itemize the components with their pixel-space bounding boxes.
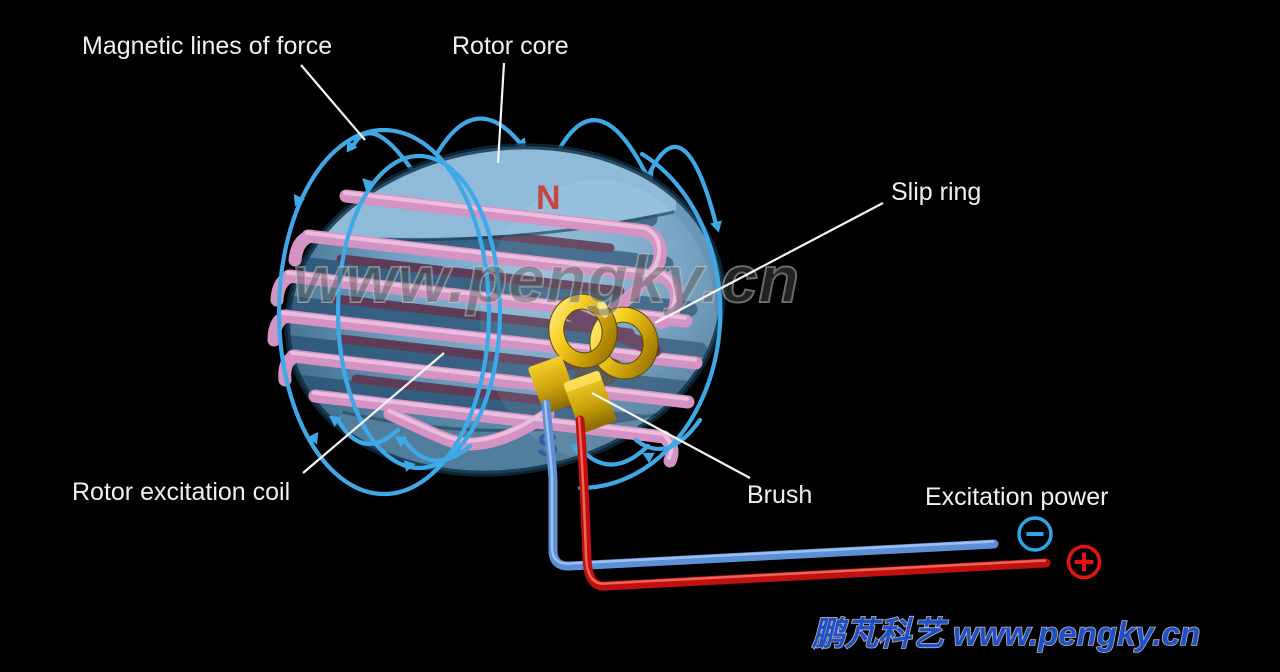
wire-positive-highlight (577, 416, 1047, 585)
field-arc-bottom-1 (335, 417, 401, 446)
negative-terminal-icon (1017, 516, 1053, 552)
label-magnetic-lines-of-force: Magnetic lines of force (82, 32, 332, 60)
negative-terminal-circle (1017, 516, 1053, 552)
positive-terminal-circle (1066, 544, 1102, 580)
winding-left-wrap (288, 229, 318, 267)
arrow-icon (346, 140, 358, 153)
label-rotor-excitation-coil: Rotor excitation coil (72, 478, 290, 506)
field-line-loops (276, 127, 723, 497)
label-rotor-core: Rotor core (452, 32, 569, 60)
diagram-labels: Magnetic lines of force Rotor core Slip … (72, 32, 1108, 511)
field-arc-bottom-4 (633, 417, 703, 451)
field-line-top-arcs (349, 116, 719, 227)
field-arc-top-3 (557, 118, 651, 181)
field-arc-bottom-2 (401, 437, 473, 463)
brush-block-front (528, 356, 578, 414)
leader-brush (591, 392, 751, 479)
leader-rotor-core (496, 62, 506, 164)
brush-top-glint (563, 370, 602, 392)
arrow-icon (293, 193, 305, 207)
label-slip-ring: Slip ring (891, 178, 981, 206)
bottom-cap-edge (341, 410, 659, 432)
arrow-icon (403, 460, 416, 472)
field-loop-inner-left (335, 153, 503, 471)
field-arc-top-2 (435, 116, 523, 155)
arrow-icon (362, 178, 375, 191)
leader-slip-ring (654, 202, 884, 324)
ring-glint (597, 300, 609, 318)
label-brush: Brush (747, 481, 812, 509)
positive-terminal-icon (1066, 544, 1102, 580)
arrow-icon (642, 452, 655, 464)
leader-magnetic-lines (300, 64, 366, 141)
bottom-right-watermark: 鹏芃科艺 www.pengky.cn (811, 615, 1200, 652)
field-loop-right (577, 151, 723, 491)
arrow-icon (328, 415, 342, 427)
arrow-icon (307, 431, 319, 445)
north-pole-marking: N (536, 179, 561, 217)
arrow-icon (394, 436, 408, 448)
wire-negative-highlight (543, 400, 995, 565)
excitation-wires (541, 399, 1051, 591)
leader-lines (300, 62, 884, 479)
center-watermark: www.pengky.cn (293, 242, 800, 316)
field-arrowheads-loops (293, 178, 655, 472)
field-loop-outer-left (276, 127, 492, 497)
rotor-edge-shade (284, 143, 726, 477)
arrow-icon (710, 220, 722, 233)
field-arc-top-1 (349, 131, 415, 173)
field-arc-top-4 (641, 144, 719, 227)
label-excitation-power: Excitation power (925, 483, 1108, 511)
leader-rotor-excitation-coil (302, 352, 445, 474)
shaft-and-slip-rings (528, 293, 662, 434)
